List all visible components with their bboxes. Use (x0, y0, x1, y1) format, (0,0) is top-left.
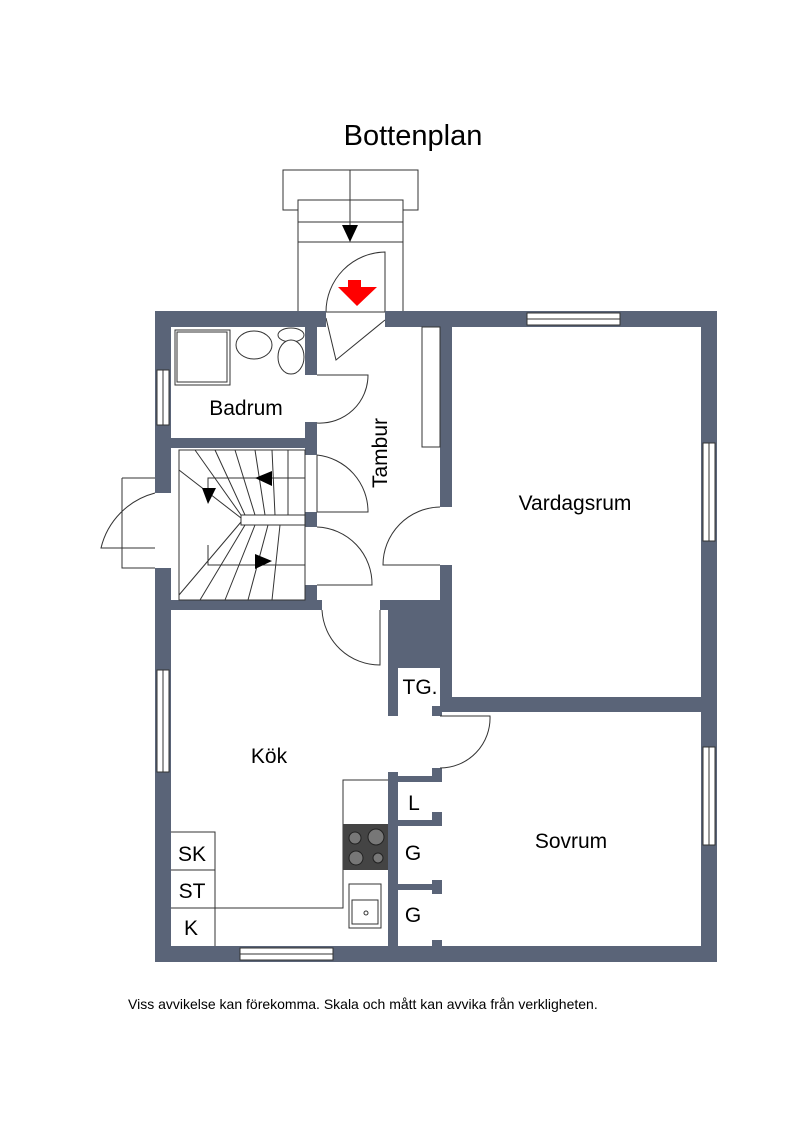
label-k: K (184, 917, 198, 940)
label-g2: G (405, 904, 421, 927)
label-l: L (408, 792, 420, 815)
room-label-kok: Kök (251, 745, 288, 768)
label-sk: SK (178, 843, 206, 866)
wardrobe (421, 326, 441, 448)
room-label-sovrum: Sovrum (535, 830, 607, 853)
staircase (178, 449, 306, 601)
room-label-vardagsrum: Vardagsrum (519, 492, 632, 515)
label-tg: TG. (403, 676, 438, 699)
entry-door (325, 251, 386, 361)
doors (100, 374, 491, 769)
disclaimer-text: Viss avvikelse kan förekomma. Skala och … (128, 996, 598, 1012)
entry-arrow-icon (338, 280, 377, 306)
windows (156, 312, 716, 961)
label-g1: G (405, 842, 421, 865)
bathroom-fixtures (174, 327, 305, 386)
room-label-badrum: Badrum (209, 397, 283, 420)
kitchen-counter (171, 779, 388, 946)
label-st: ST (179, 880, 206, 903)
room-label-tambur: Tambur (369, 418, 392, 488)
plan-title: Bottenplan (343, 120, 483, 152)
